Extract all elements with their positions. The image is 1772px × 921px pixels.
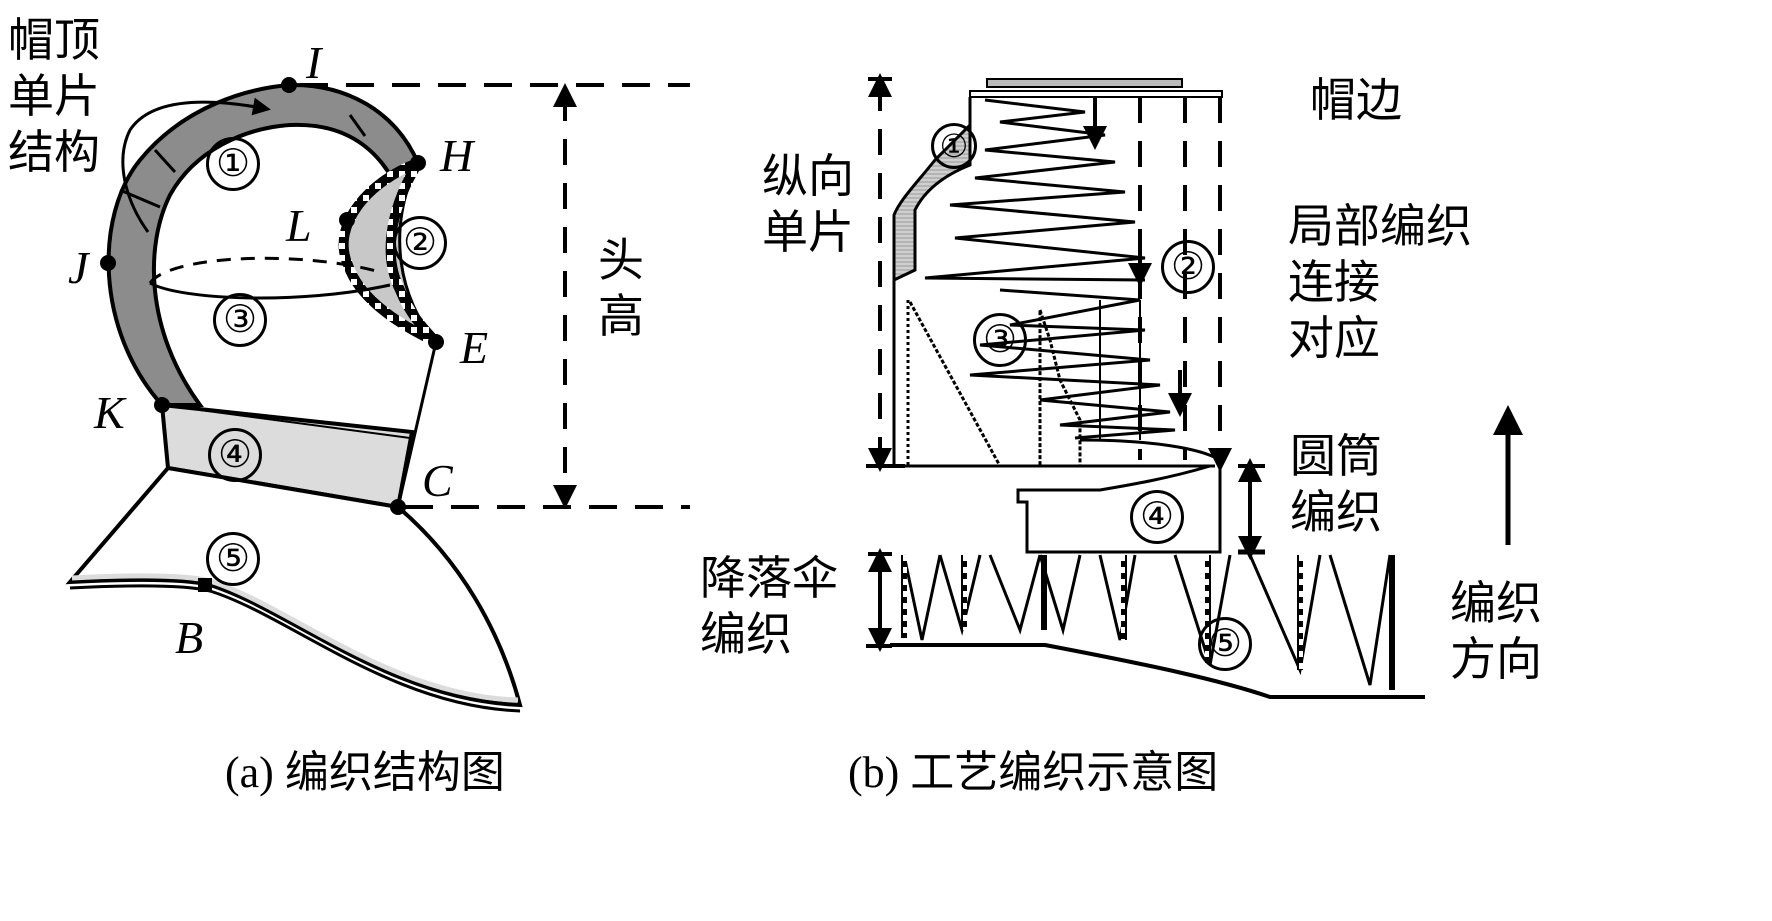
parachute-gores	[902, 554, 1392, 686]
beaded-edge-inner	[385, 160, 440, 346]
parachute-hem	[890, 643, 1425, 699]
label-parachute-knitting: 降落伞 编织	[700, 551, 838, 661]
process-region-1-marker: ①	[931, 123, 977, 169]
process-region-3-marker: ③	[973, 313, 1027, 367]
label-crown-single-piece: 帽顶 单片 结构	[8, 13, 100, 179]
tube-knitting-region	[1016, 460, 1222, 554]
region-3-marker: ③	[213, 293, 267, 347]
region-3-inner	[1038, 309, 1082, 466]
process-region-5-marker: ⑤	[1198, 617, 1252, 671]
cape-hem-outline	[69, 584, 521, 713]
figure-b-process	[866, 73, 1523, 699]
region-2-marker: ②	[393, 216, 447, 270]
point-E	[428, 334, 444, 350]
crown-loop-arrow	[121, 97, 271, 233]
point-label-K: K	[94, 387, 125, 438]
point-C	[390, 499, 406, 515]
region-1-marker: ①	[206, 137, 260, 191]
label-knitting-direction: 编织 方向	[1450, 576, 1542, 686]
point-B	[198, 578, 212, 592]
caption-b: (b) 工艺编织示意图	[848, 748, 1219, 797]
label-longitudinal-single-piece: 纵向 单片	[762, 149, 854, 259]
cape	[65, 465, 523, 708]
process-region-2-marker: ②	[1161, 240, 1215, 294]
process-region-4-marker: ④	[1130, 490, 1184, 544]
band-divider	[348, 114, 367, 137]
label-head-height: 头 高	[598, 233, 644, 343]
region-4-marker: ④	[208, 428, 262, 482]
point-label-I: I	[306, 37, 322, 88]
region-3-curve	[1079, 438, 1221, 462]
region-5-marker: ⑤	[206, 532, 260, 586]
point-L	[339, 212, 355, 228]
caption-a: (a) 编织结构图	[225, 748, 505, 797]
point-H	[410, 155, 426, 171]
label-local-knitting-connection: 局部编织 连接 对应	[1288, 199, 1472, 365]
band-divider	[153, 148, 177, 174]
point-label-C: C	[422, 455, 453, 506]
point-label-E: E	[460, 322, 489, 373]
point-K	[154, 397, 170, 413]
cape-hem	[71, 573, 519, 703]
label-hat-edge: 帽边	[1310, 73, 1402, 127]
point-label-B: B	[175, 612, 204, 663]
head-ellipse-back	[148, 256, 381, 284]
neck-band-seam	[199, 409, 411, 439]
label-tube-knitting: 圆筒 编织	[1290, 429, 1382, 539]
hat-edge-base	[969, 90, 1223, 98]
point-label-J: J	[68, 242, 89, 293]
figure-a-structure	[65, 77, 690, 713]
point-label-L: L	[286, 200, 312, 251]
point-J	[100, 255, 116, 271]
zigzag-rows	[924, 98, 1146, 282]
parachute-bead-seams	[901, 555, 1395, 690]
point-label-H: H	[440, 130, 474, 181]
point-I	[281, 77, 297, 93]
hat-edge-bar	[986, 78, 1183, 88]
